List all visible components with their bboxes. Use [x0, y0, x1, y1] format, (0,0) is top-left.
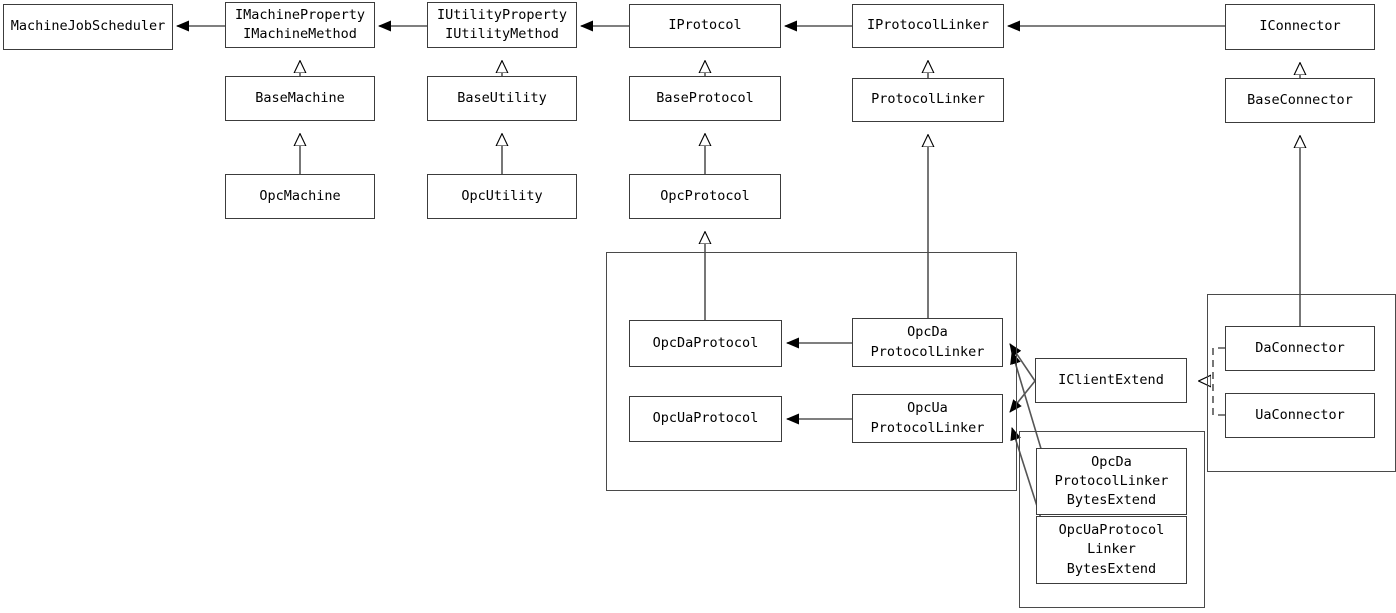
class-node-base-utility[interactable]: BaseUtility — [427, 76, 577, 121]
class-node-base-connector[interactable]: BaseConnector — [1225, 78, 1375, 123]
class-node-iprotocol[interactable]: IProtocol — [629, 4, 781, 48]
class-node-da-connector[interactable]: DaConnector — [1225, 326, 1375, 371]
class-node-iutility-property-method[interactable]: IUtilityProperty IUtilityMethod — [427, 2, 577, 48]
class-node-base-protocol[interactable]: BaseProtocol — [629, 76, 781, 121]
class-node-opc-ua-protocol-linker[interactable]: OpcUa ProtocolLinker — [852, 394, 1003, 443]
class-node-iprotocol-linker[interactable]: IProtocolLinker — [852, 4, 1004, 48]
class-node-opc-da-protocol-linker-bytes-extend[interactable]: OpcDa ProtocolLinker BytesExtend — [1036, 448, 1187, 515]
class-node-opc-da-protocol[interactable]: OpcDaProtocol — [629, 320, 782, 367]
group-protocol-package — [606, 252, 1017, 491]
class-node-protocol-linker[interactable]: ProtocolLinker — [852, 78, 1004, 122]
class-node-opc-protocol[interactable]: OpcProtocol — [629, 174, 781, 219]
class-node-opc-machine[interactable]: OpcMachine — [225, 174, 375, 219]
class-node-base-machine[interactable]: BaseMachine — [225, 76, 375, 121]
class-node-iconnector[interactable]: IConnector — [1225, 4, 1375, 50]
group-connector-package — [1207, 294, 1396, 472]
class-node-machine-job-scheduler[interactable]: MachineJobScheduler — [3, 4, 173, 50]
class-node-imachine-property-method[interactable]: IMachineProperty IMachineMethod — [225, 2, 375, 48]
class-node-ua-connector[interactable]: UaConnector — [1225, 393, 1375, 438]
class-node-opc-da-protocol-linker[interactable]: OpcDa ProtocolLinker — [852, 318, 1003, 367]
class-node-iclient-extend[interactable]: IClientExtend — [1035, 358, 1187, 403]
class-node-opc-ua-protocol-linker-bytes-extend[interactable]: OpcUaProtocol Linker BytesExtend — [1036, 516, 1187, 584]
class-node-opc-utility[interactable]: OpcUtility — [427, 174, 577, 219]
class-node-opc-ua-protocol[interactable]: OpcUaProtocol — [629, 396, 782, 442]
